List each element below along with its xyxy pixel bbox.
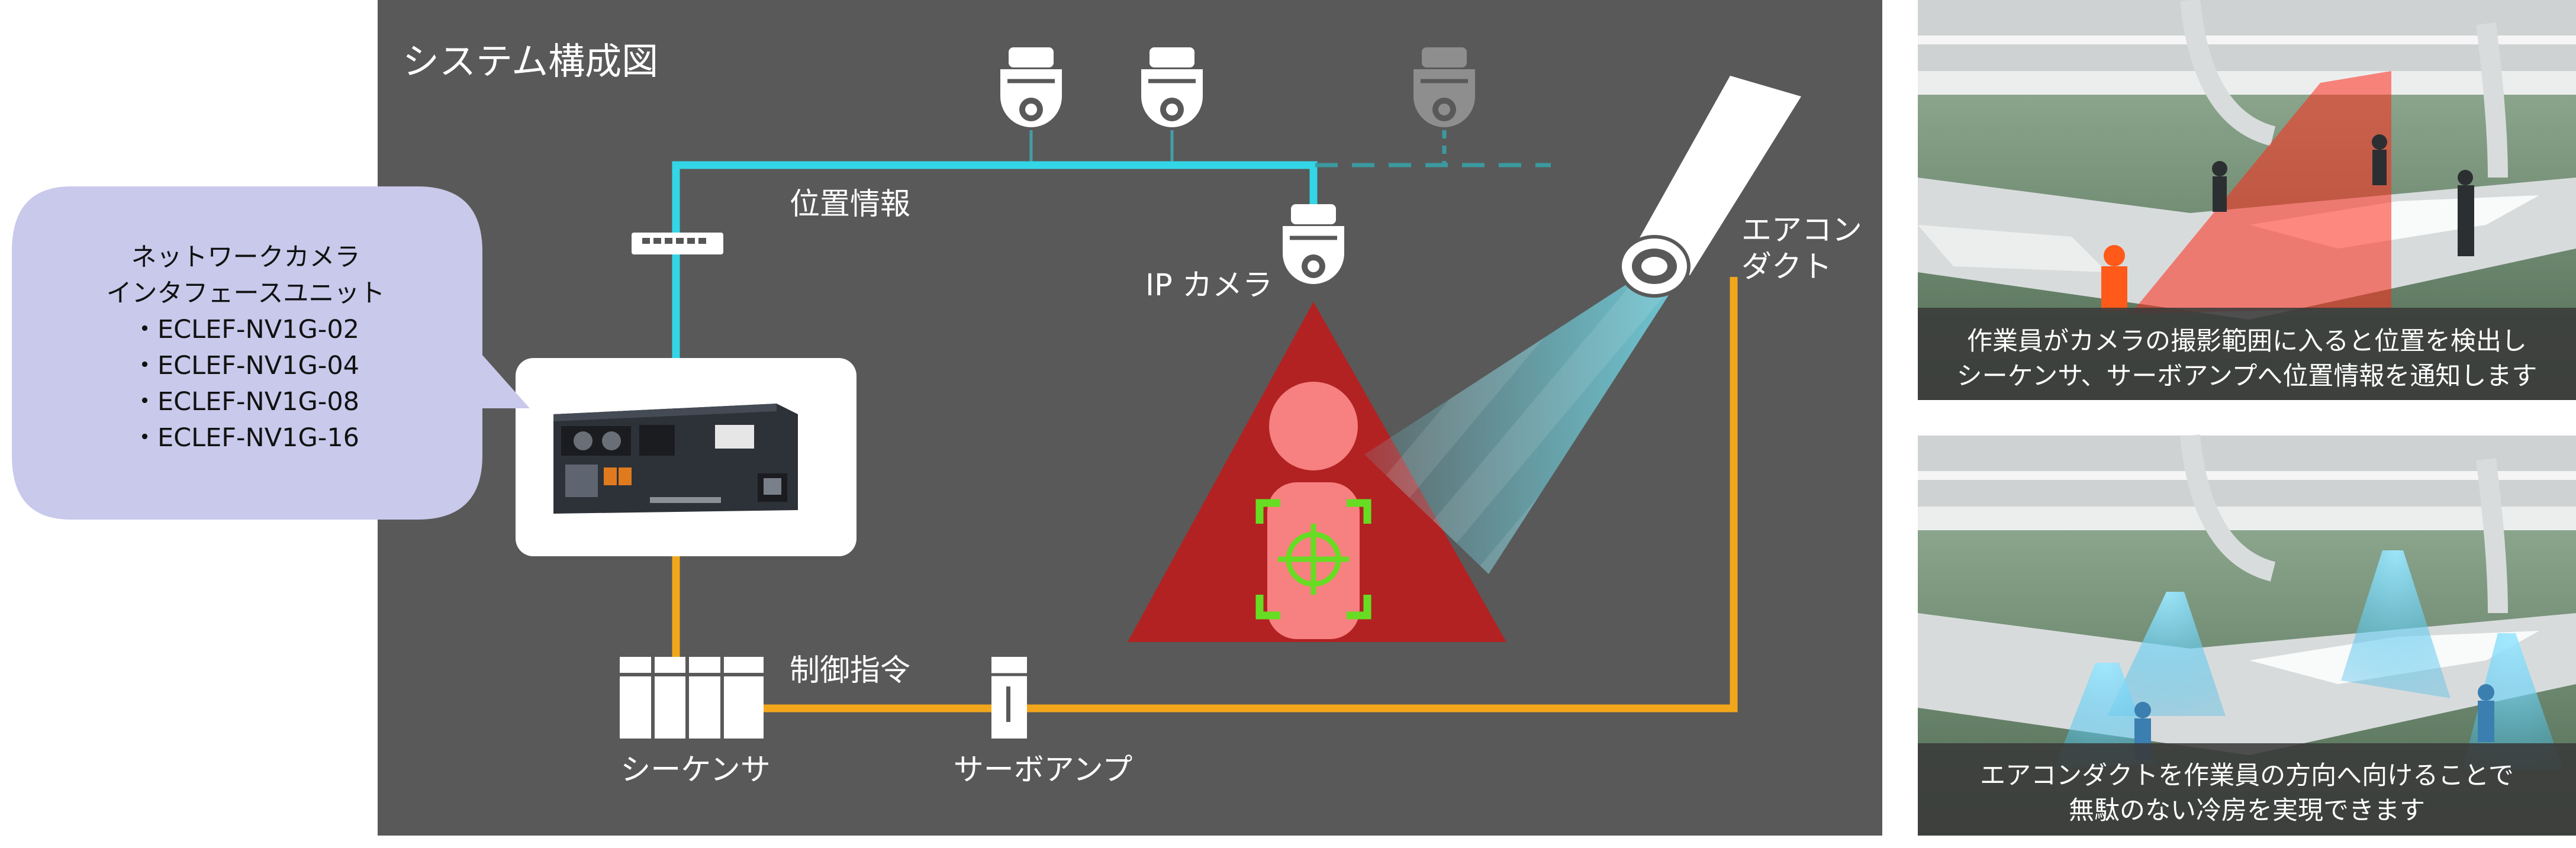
air-duct-label: ダクト [1741,250,1832,285]
future-camera-link [1315,130,1551,167]
dome-camera-icon-inactive [1413,47,1475,127]
position-info-label: 位置情報 [790,187,910,222]
photo-air-duct-cooling [1918,434,2576,836]
callout-text: ネットワークカメラ インタフェースユニット ・ECLEF-NV1G-02 ・EC… [12,240,479,456]
model-item: ・ECLEF-NV1G-08 [131,387,360,417]
photo-caption: 作業員がカメラの撮影範囲に入ると位置を検出し シーケンサ、サーボアンプへ位置情報… [1956,327,2538,391]
ip-camera-icon [1283,204,1344,284]
diagram-title: システム構成図 [402,40,658,83]
camera-drops [1029,130,1174,165]
dome-camera-icon [1000,47,1062,127]
callout-title: インタフェースユニット [106,279,385,308]
camera-network-lines [672,161,1318,359]
callout-bubble [12,186,530,520]
air-duct-label: エアコン [1741,213,1862,248]
photo-caption: エアコンダクトを作業員の方向へ向けることで 無駄のない冷房を実現できます [1980,761,2514,826]
servo-amp-icon [991,657,1027,739]
photo-worker-detection [1918,0,2576,402]
sequencer-label: シーケンサ [620,753,770,788]
control-command-label: 制御指令 [790,653,910,688]
dome-camera-icon [1141,47,1203,127]
camera-view-triangle [1128,302,1506,642]
servo-amp-label: サーボアンプ [954,753,1132,788]
model-item: ・ECLEF-NV1G-02 [131,315,360,344]
network-hub-icon [632,233,723,254]
air-duct-icon [1618,76,1801,298]
model-item: ・ECLEF-NV1G-04 [131,351,360,381]
control-lines [672,277,1738,712]
interface-unit-image [516,358,856,556]
model-item: ・ECLEF-NV1G-16 [131,423,360,453]
person-figure [1267,382,1360,639]
callout-title: ネットワークカメラ [131,243,360,272]
target-marker-icon [1255,499,1371,620]
sequencer-icon [620,657,764,739]
ip-camera-label: IP カメラ [1145,268,1273,303]
